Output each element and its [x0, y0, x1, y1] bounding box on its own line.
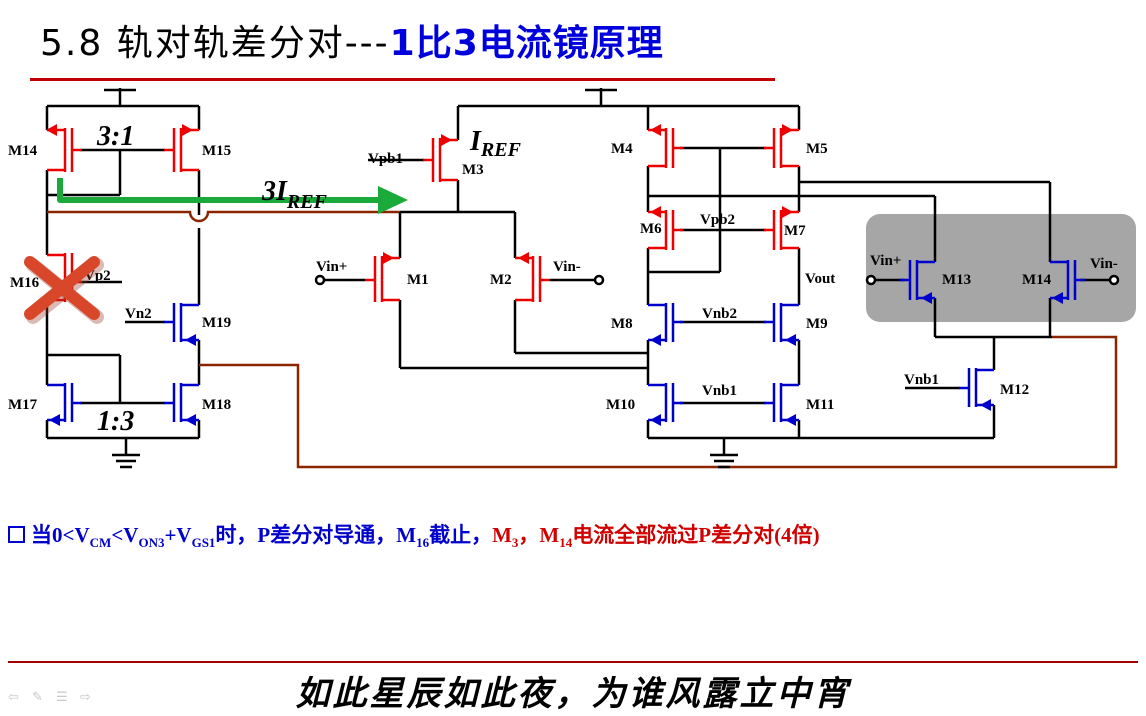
- label-m2: M2: [490, 272, 512, 288]
- note-m14: M14: [539, 523, 573, 551]
- nmos-m13: [900, 260, 935, 304]
- pen-icon[interactable]: ✎: [32, 690, 43, 705]
- label-vin-plus-right: Vin+: [870, 253, 901, 269]
- label-vn2: Vn2: [125, 306, 152, 322]
- note-sub-cm: CM: [89, 535, 112, 551]
- nmos-m9: [764, 303, 799, 346]
- note-tail: 截止，: [429, 523, 493, 547]
- middle-wires: [314, 88, 799, 370]
- slide-nav: ⇦ ✎ ☰ ⇨: [8, 690, 94, 705]
- label-m14-right: M14: [1022, 272, 1052, 288]
- note-sub-gs1: GS1: [191, 535, 216, 551]
- nmos-m8: [648, 303, 683, 346]
- nmos-m11: [764, 383, 799, 426]
- title-main: 5.8 轨对轨差分对---: [40, 23, 390, 64]
- label-m11: M11: [806, 397, 834, 413]
- label-m19: M19: [202, 315, 231, 331]
- label-m17: M17: [8, 397, 38, 413]
- note-sub-m16: 16: [416, 535, 430, 551]
- current-arrow-3iref: [57, 178, 408, 214]
- note-plus: +V: [164, 523, 192, 547]
- brown-wires: [47, 210, 1118, 469]
- label-m1: M1: [407, 272, 429, 288]
- label-vnb1-cascode: Vnb1: [702, 383, 737, 399]
- label-m3: M3: [462, 162, 484, 178]
- label-m5: M5: [806, 141, 828, 157]
- label-m13: M13: [942, 272, 971, 288]
- footer-rule: [8, 661, 1138, 663]
- label-vnb2: Vnb2: [702, 306, 737, 322]
- label-m6: M6: [640, 221, 662, 237]
- note-end: 电流全部流过P差分对(4倍): [572, 523, 820, 547]
- title-underline: [30, 78, 775, 81]
- note-prefix: 当0<V: [31, 523, 90, 547]
- label-m16: M16: [10, 275, 40, 291]
- label-vin-minus-right: Vin-: [1090, 256, 1118, 272]
- pmos-m4: [648, 124, 683, 168]
- title-subtitle: 1比3电流镜原理: [389, 23, 664, 64]
- slide-title: 5.8 轨对轨差分对---1比3电流镜原理: [40, 14, 664, 66]
- ratio-bottom-label: 1:3: [97, 406, 134, 437]
- nmos-m18: [164, 383, 199, 426]
- pmos-m1: [365, 252, 400, 302]
- label-3iref: 3IREF: [261, 176, 328, 213]
- left-block: [45, 88, 201, 469]
- next-arrow-icon[interactable]: ⇨: [80, 690, 91, 705]
- label-m10: M10: [606, 397, 635, 413]
- note-mid: 时，P差分对导通，M: [215, 523, 417, 547]
- label-m7: M7: [784, 223, 806, 239]
- note-sub-on3: ON3: [138, 535, 165, 551]
- label-vout: Vout: [805, 271, 835, 287]
- nmos-m10: [648, 383, 683, 426]
- ratio-top-label: 3:1: [96, 121, 134, 152]
- nmos-m19: [164, 303, 199, 346]
- label-m12: M12: [1000, 382, 1029, 398]
- note-m3: M3: [492, 523, 519, 551]
- pmos-m2: [515, 252, 550, 302]
- label-vpb1: Vpb1: [368, 151, 403, 167]
- cascode-wires: [646, 106, 1120, 469]
- label-vpb2: Vpb2: [700, 212, 735, 228]
- pmos-m14: [46, 124, 82, 172]
- label-m18: M18: [202, 397, 231, 413]
- footer-motto: 如此星辰如此夜，为谁风露立中宵: [295, 674, 851, 714]
- pmos-m7: [764, 206, 799, 250]
- circuit-diagram: M14 M15 M16 Vp2 Vn2 M19 M17 M18 3:1 1:3 …: [8, 88, 1136, 469]
- nmos-m12: [959, 368, 994, 411]
- nmos-m17: [47, 383, 82, 426]
- label-m15: M15: [202, 143, 231, 159]
- pmos-m5: [764, 124, 799, 168]
- pmos-m3: [423, 134, 458, 182]
- checkbox-bullet-icon: [8, 526, 25, 543]
- label-m14: M14: [8, 143, 38, 159]
- label-m4: M4: [611, 141, 633, 157]
- label-m9: M9: [806, 316, 828, 332]
- nmos-m14-right: [1050, 260, 1085, 304]
- label-vnb1-m12: Vnb1: [904, 372, 939, 388]
- label-vin-minus: Vin-: [553, 259, 581, 275]
- label-iref: IREF: [469, 126, 522, 161]
- pmos-m15: [164, 124, 199, 172]
- cross-icon: [24, 256, 104, 324]
- note-comma: ，: [518, 523, 540, 547]
- prev-arrow-icon[interactable]: ⇦: [8, 690, 19, 705]
- pmos-m6: [648, 206, 683, 250]
- menu-icon[interactable]: ☰: [56, 690, 68, 705]
- explanation-note: 当0<VCM<VON3+VGS1时，P差分对导通，M16截止，M3，M14电流全…: [8, 519, 820, 551]
- label-m8: M8: [611, 316, 633, 332]
- label-vin-plus: Vin+: [316, 259, 347, 275]
- note-lt: <V: [111, 523, 139, 547]
